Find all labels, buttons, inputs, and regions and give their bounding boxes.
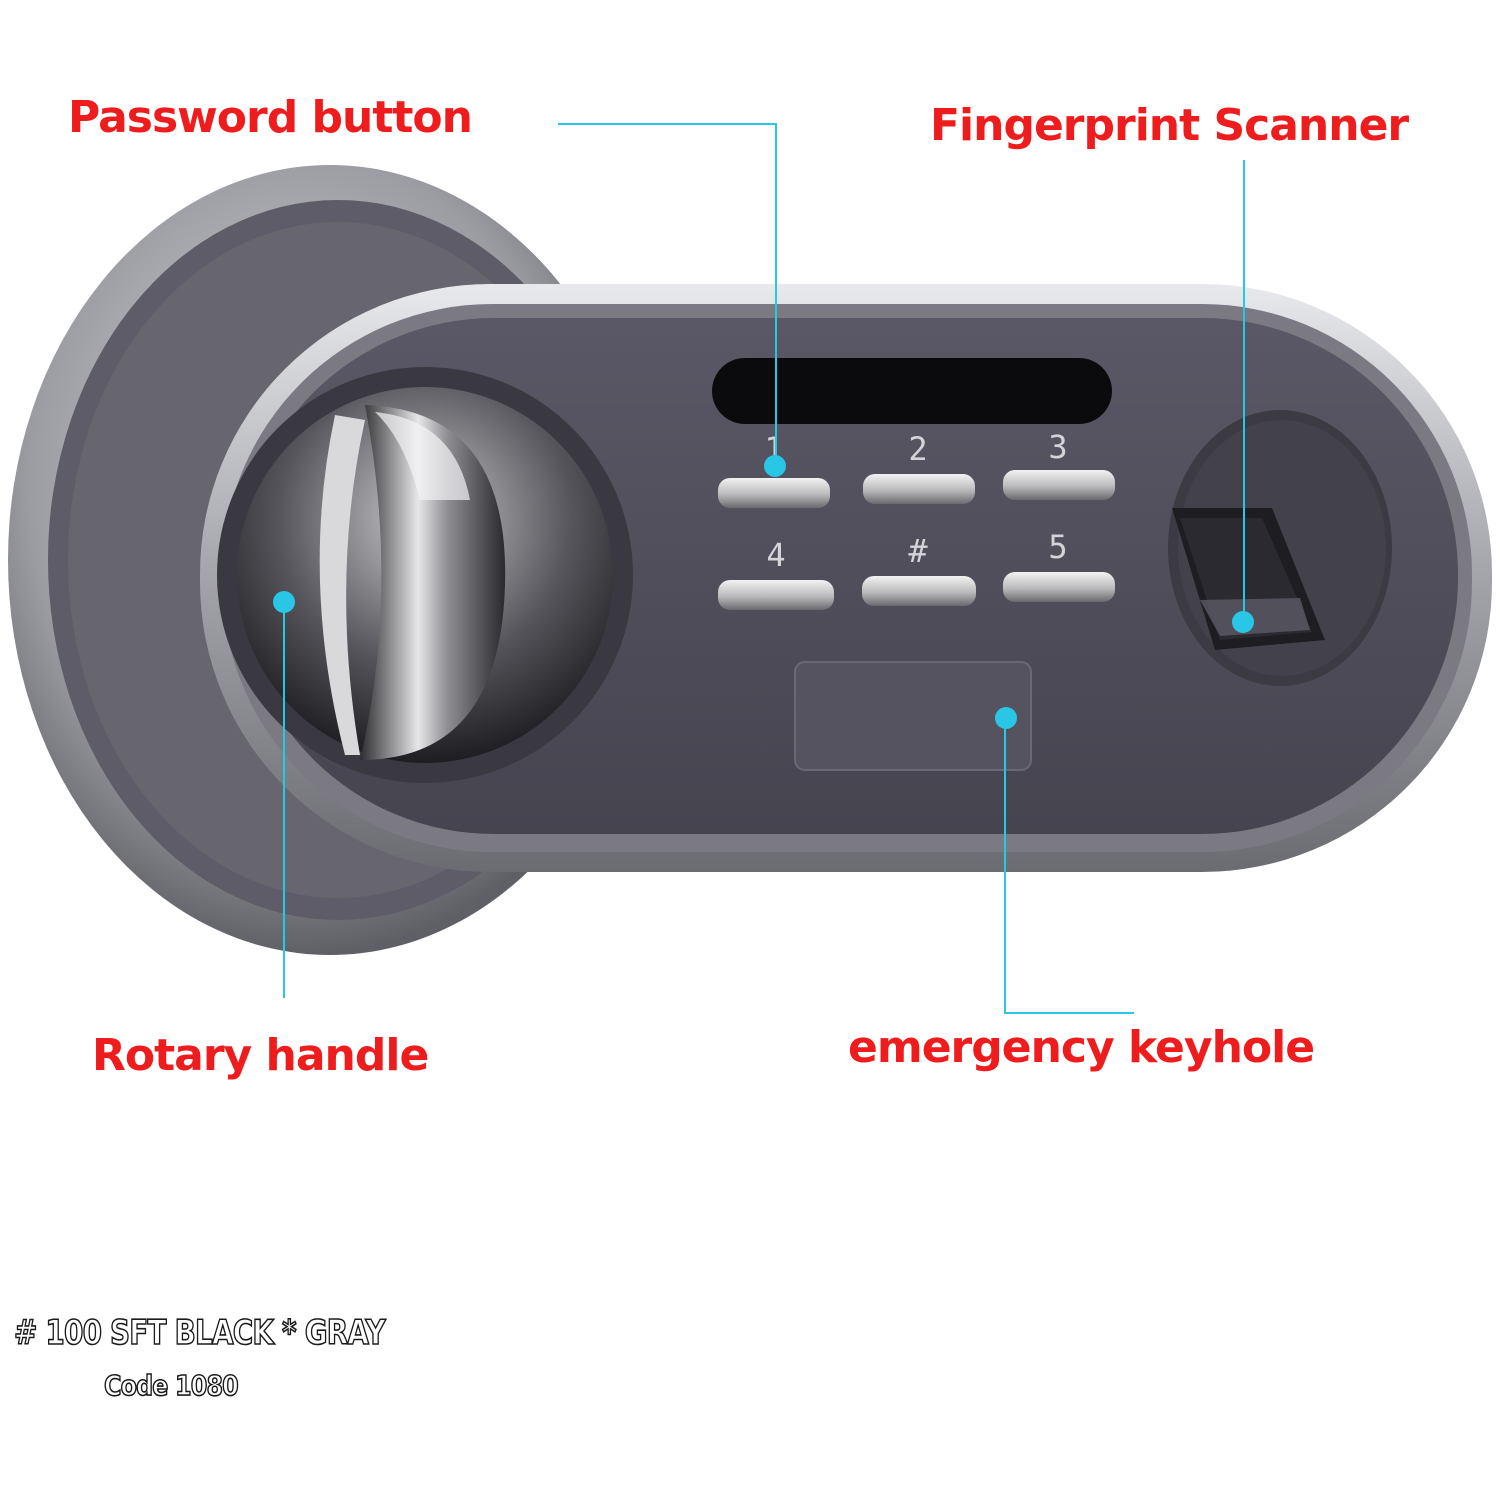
keyhole-marker-dot — [995, 707, 1017, 729]
password-leader-line — [558, 123, 777, 464]
keyhole-leader-line — [1004, 718, 1134, 1014]
key-4-button[interactable] — [718, 580, 834, 610]
key-hash-button[interactable] — [862, 576, 976, 606]
rotary-marker-dot — [273, 591, 295, 613]
key-label: 3 — [1048, 428, 1067, 466]
rotary-handle[interactable] — [217, 367, 633, 783]
fingerprint-scanner[interactable] — [1168, 410, 1392, 686]
key-5-button[interactable] — [1003, 572, 1115, 602]
leader-lines — [283, 123, 1245, 1014]
rotary-handle-label: Rotary handle — [92, 1030, 429, 1081]
key-label: # — [908, 532, 928, 570]
fingerprint-scanner-label: Fingerprint Scanner — [930, 100, 1409, 151]
emergency-keyhole-label: emergency keyhole — [848, 1022, 1315, 1073]
product-name: # 100 SFT BLACK * GRAY — [13, 1313, 386, 1353]
product-code: Code 1080 — [103, 1369, 239, 1402]
key-label: 5 — [1048, 528, 1067, 566]
key-label: 2 — [908, 430, 927, 468]
key-2-button[interactable] — [863, 474, 975, 504]
leader-dots — [273, 455, 1254, 729]
key-label: 4 — [766, 536, 785, 574]
emergency-keyhole-cover[interactable] — [794, 661, 1032, 771]
display-window — [712, 358, 1112, 424]
fingerprint-marker-dot — [1232, 611, 1254, 633]
password-marker-dot — [764, 455, 786, 477]
key-3-button[interactable] — [1003, 470, 1115, 500]
password-button-label: Password button — [68, 92, 473, 143]
key-1-button[interactable] — [718, 478, 830, 508]
